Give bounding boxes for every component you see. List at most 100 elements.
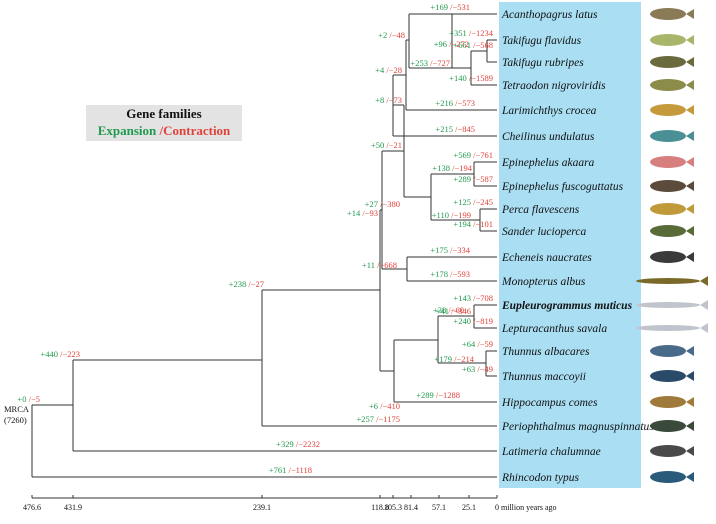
species-label: Hippocampus comes	[501, 397, 598, 409]
fish-body-shape	[650, 104, 686, 116]
fish-body-shape	[636, 278, 700, 284]
legend-contraction: Contraction	[163, 123, 231, 138]
mudskipper-image	[650, 420, 694, 432]
contraction-count: /−28	[384, 65, 402, 75]
branch-change-label: +143 /−708	[453, 293, 493, 303]
legend-expansion: Expansion	[97, 123, 157, 138]
expansion-count: +8	[375, 95, 384, 105]
expansion-count: +216	[435, 98, 453, 108]
contraction-count: /−334	[448, 245, 471, 255]
contraction-count: /−1175	[374, 414, 400, 424]
branch-change-label: +194 /−101	[453, 219, 493, 229]
contraction-count: /−568	[471, 40, 493, 50]
fish-tail-shape	[686, 252, 694, 262]
expansion-count: +761	[269, 465, 287, 475]
zander-fish-image	[650, 225, 694, 237]
internal-node-change-label: +238 /−27	[229, 279, 264, 289]
coelacanth-image	[650, 445, 694, 457]
root-age-label: (7260)	[4, 415, 27, 425]
fish-body-shape	[650, 420, 686, 432]
eel-image	[636, 276, 708, 286]
fish-tail-shape	[686, 397, 694, 407]
expansion-count: +125	[453, 197, 471, 207]
contraction-count: /−73	[384, 95, 402, 105]
internal-node-change-label: +11 /−668	[362, 260, 397, 270]
contraction-count: /−199	[449, 210, 471, 220]
expansion-count: +41	[436, 306, 449, 316]
contraction-count: /−1234	[467, 28, 494, 38]
contraction-count: /−60	[446, 305, 464, 315]
contraction-count: /−5	[26, 394, 40, 404]
internal-node-change-label: +8 /−73	[375, 95, 402, 105]
axis-tick-label: 431.9	[64, 503, 82, 512]
axis-tick-label: 239.1	[253, 503, 271, 512]
expansion-count: +351	[449, 28, 467, 38]
expansion-count: +329	[276, 439, 294, 449]
branch-change-label: +169 /−531	[430, 2, 470, 12]
wrasse-fish-image	[650, 130, 694, 142]
branch-change-label: +761 /−1118	[269, 465, 312, 475]
pufferfish-image	[650, 79, 694, 91]
expansion-count: +240	[453, 316, 471, 326]
pufferfish-image	[650, 34, 694, 46]
contraction-count: /−21	[384, 140, 402, 150]
contraction-count: /−573	[453, 98, 475, 108]
axis-tick-label: 0	[495, 503, 499, 512]
fish-tail-shape	[686, 9, 694, 19]
branch-change-label: +289 /−587	[453, 174, 493, 184]
expansion-count: +440	[40, 349, 58, 359]
species-label: Echeneis naucrates	[501, 252, 592, 264]
branch-change-label: +240 /−819	[453, 316, 493, 326]
expansion-count: +253	[410, 58, 428, 68]
fish-tail-shape	[686, 421, 694, 431]
species-label: Larimichthys crocea	[501, 105, 597, 117]
fish-tail-shape	[700, 276, 708, 286]
internal-node-change-label: +4 /−28	[375, 65, 402, 75]
legend-subtitle: Expansion /Contraction	[86, 123, 242, 139]
branch-change-label: +216 /−573	[435, 98, 475, 108]
fish-body-shape	[650, 251, 686, 263]
contraction-count: /−59	[475, 339, 493, 349]
contraction-count: /−1288	[434, 390, 460, 400]
fish-body-shape	[650, 56, 686, 68]
legend-separator: /	[156, 123, 164, 138]
species-label: Takifugu rubripes	[502, 57, 584, 69]
expansion-count: +178	[430, 269, 448, 279]
branch-change-label: +329 /−2232	[276, 439, 320, 449]
root-label: MRCA	[4, 404, 30, 414]
contraction-count: /−819	[471, 316, 493, 326]
branch-change-label: +178 /−593	[430, 269, 470, 279]
hairtail-fish-image	[636, 300, 708, 310]
fish-tail-shape	[686, 346, 694, 356]
contraction-count: /−380	[378, 199, 400, 209]
internal-node-change-label: +50 /−21	[371, 140, 402, 150]
axis-tick-label: 118.8	[371, 503, 389, 512]
remora-fish-image	[650, 251, 694, 263]
fish-body-shape	[650, 180, 686, 192]
fish-tail-shape	[700, 323, 708, 333]
expansion-count: +63	[462, 364, 475, 374]
fish-tail-shape	[686, 472, 694, 482]
fish-body-shape	[650, 79, 686, 91]
expansion-count: +175	[430, 245, 448, 255]
fish-body-shape	[650, 130, 686, 142]
contraction-count: /−593	[448, 269, 470, 279]
fish-body-shape	[650, 8, 686, 20]
fish-tail-shape	[686, 80, 694, 90]
croaker-fish-image	[650, 104, 694, 116]
internal-node-change-label: +38 /−60	[433, 305, 464, 315]
internal-node-change-label: +110 /−199	[432, 210, 471, 220]
fish-tail-shape	[686, 371, 694, 381]
species-label: Eupleurogrammus muticus	[501, 300, 633, 312]
sea-bream-fish-image	[650, 8, 694, 20]
contraction-count: /−1589	[467, 73, 493, 83]
internal-node-change-label: +179 /−214	[434, 354, 474, 364]
expansion-count: +14	[347, 208, 361, 218]
fish-tail-shape	[686, 226, 694, 236]
expansion-count: +569	[453, 150, 471, 160]
branch-change-label: +125 /−245	[453, 197, 493, 207]
contraction-count: /−101	[471, 219, 493, 229]
expansion-count: +96	[434, 39, 447, 49]
contraction-count: /−1118	[286, 465, 312, 475]
